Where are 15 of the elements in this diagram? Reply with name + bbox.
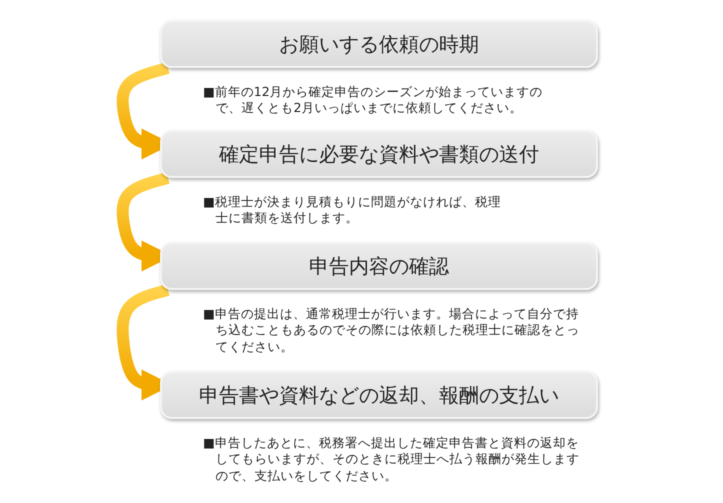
note-text: ■申告の提出は、通常税理士が行います。場合によって自分で持ち込むこともあるのでその際には依頼した税理士に確認をとってください。 (203, 306, 580, 355)
step-title: 申告内容の確認 (309, 252, 449, 280)
step-box (160, 130, 598, 178)
note-text: ■前年の12月から確定申告のシーズンが始まっていますので、遅くとも2月いっぱいまでに依頼してください。 (203, 84, 544, 116)
curved-arrow (116, 172, 172, 272)
note-text: ■税理士が決まり見積もりに問題がなければ、税理士に書類を送付します。 (203, 194, 502, 226)
step-box (160, 371, 598, 419)
step-title: お願いする依頼の時期 (279, 30, 479, 58)
note-text: ■申告したあとに、税務署へ提出した確定申告書と資料の返却をしてもらいますが、そのときに税理士へ払う報酬が発生しますので、支払いをしてください。 (203, 435, 580, 484)
curved-arrow (116, 62, 172, 160)
step-title: 確定申告に必要な資料や書類の送付 (219, 140, 539, 168)
step-title: 申告書や資料などの返却、報酬の支払い (199, 382, 559, 408)
curved-arrow (116, 284, 172, 401)
step-box (160, 20, 598, 68)
step-box (160, 242, 598, 290)
